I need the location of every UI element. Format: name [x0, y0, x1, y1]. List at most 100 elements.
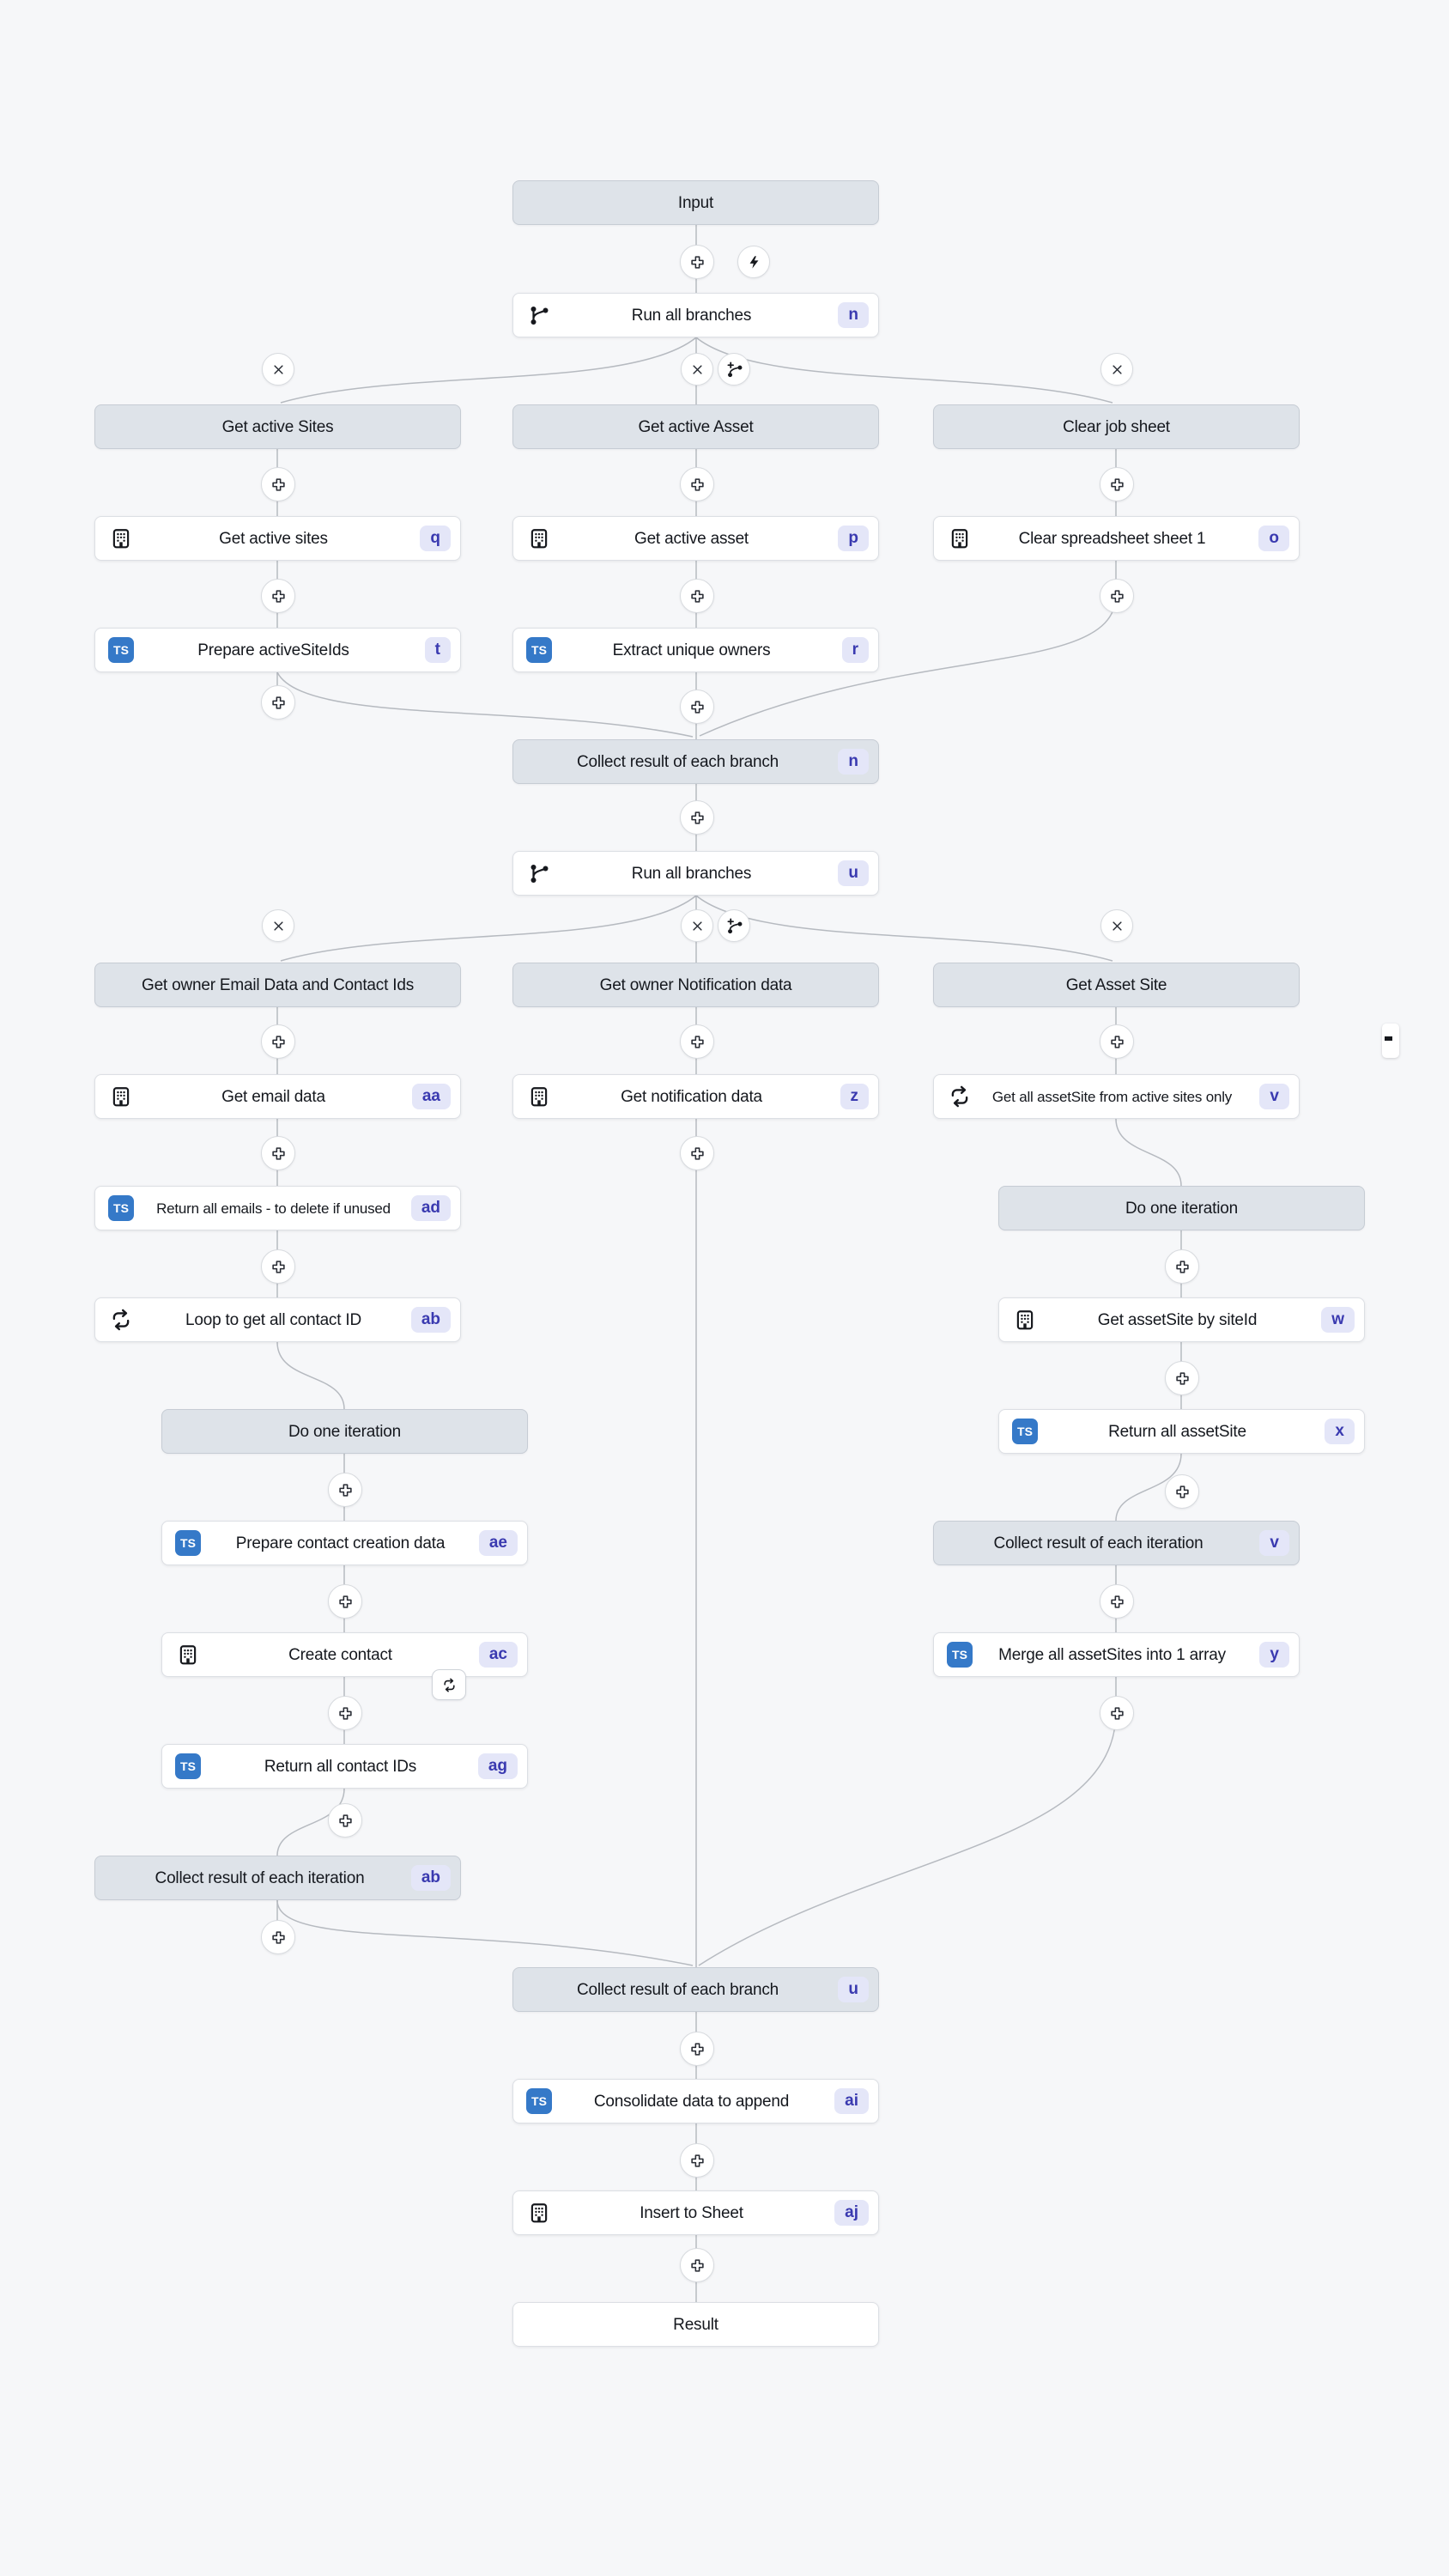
delete-branch-button[interactable]: [262, 909, 294, 942]
building-icon: [947, 526, 973, 551]
plus-icon: [690, 2042, 705, 2057]
trigger-button[interactable]: [737, 246, 770, 278]
node-create-contact[interactable]: Create contact ac: [161, 1632, 528, 1677]
node-get-active-sites[interactable]: Get active sites q: [94, 516, 461, 561]
add-step-button[interactable]: [1100, 1696, 1134, 1730]
add-step-button[interactable]: [261, 579, 295, 613]
delete-branch-button[interactable]: [1100, 909, 1133, 942]
typescript-icon: TS: [947, 1642, 973, 1668]
plus-icon: [1110, 1595, 1125, 1609]
add-step-button[interactable]: [680, 2032, 714, 2066]
add-step-button[interactable]: [680, 690, 714, 724]
delete-branch-button[interactable]: [681, 909, 713, 942]
plus-icon: [271, 1146, 286, 1161]
add-step-button[interactable]: [680, 2143, 714, 2178]
node-get-notification-data[interactable]: Get notification data z: [512, 1074, 879, 1119]
add-step-button[interactable]: [1100, 1584, 1134, 1619]
step-badge: ae: [478, 1530, 518, 1556]
add-step-button[interactable]: [328, 1696, 362, 1730]
node-do-one-iteration-left[interactable]: Do one iteration: [161, 1409, 528, 1454]
building-icon: [175, 1642, 201, 1668]
node-get-email-data[interactable]: Get email data aa: [94, 1074, 461, 1119]
add-step-button[interactable]: [680, 579, 714, 613]
plus-icon: [338, 1706, 353, 1721]
add-step-button[interactable]: [680, 800, 714, 835]
add-step-button[interactable]: [1100, 579, 1134, 613]
step-badge: ai: [834, 2088, 869, 2114]
canvas-mini-control[interactable]: [1382, 1024, 1399, 1058]
node-get-active-asset[interactable]: Get active asset p: [512, 516, 879, 561]
step-badge: u: [838, 860, 869, 886]
close-icon: [1111, 363, 1124, 376]
delete-branch-button[interactable]: [1100, 353, 1133, 386]
building-icon: [526, 2200, 552, 2226]
add-step-button[interactable]: [680, 245, 714, 279]
node-collect-iteration-left[interactable]: Collect result of each iteration ab: [94, 1856, 461, 1900]
add-step-button[interactable]: [261, 1136, 295, 1170]
plus-icon: [271, 1930, 286, 1945]
node-collect-result-branch-1[interactable]: Collect result of each branch n: [512, 739, 879, 784]
add-branch-icon: [726, 918, 743, 934]
node-loop-get-contact-id[interactable]: Loop to get all contact ID ab: [94, 1297, 461, 1342]
node-prepare-activesiteids[interactable]: TS Prepare activeSiteIds t: [94, 628, 461, 672]
node-consolidate-data[interactable]: TS Consolidate data to append ai: [512, 2079, 879, 2123]
add-step-button[interactable]: [680, 1024, 714, 1059]
step-badge: aa: [411, 1084, 451, 1109]
node-get-active-sites-header[interactable]: Get active Sites: [94, 404, 461, 449]
node-insert-to-sheet[interactable]: Insert to Sheet aj: [512, 2190, 879, 2235]
node-get-asset-site-header[interactable]: Get Asset Site: [933, 963, 1300, 1007]
node-extract-unique-owners[interactable]: TS Extract unique owners r: [512, 628, 879, 672]
typescript-icon: TS: [108, 1195, 134, 1221]
add-step-button[interactable]: [1100, 467, 1134, 501]
add-step-button[interactable]: [680, 467, 714, 501]
add-step-button[interactable]: [1165, 1474, 1199, 1509]
add-step-button[interactable]: [680, 2248, 714, 2282]
building-icon: [108, 526, 134, 551]
add-step-button[interactable]: [261, 1920, 295, 1954]
step-badge: x: [1325, 1419, 1355, 1444]
add-step-button[interactable]: [1165, 1361, 1199, 1395]
add-step-button[interactable]: [1100, 1024, 1134, 1059]
plus-icon: [690, 811, 705, 825]
node-prepare-contact-creation[interactable]: TS Prepare contact creation data ae: [161, 1521, 528, 1565]
step-badge: y: [1259, 1642, 1289, 1668]
close-icon: [272, 363, 285, 376]
add-step-button[interactable]: [328, 1803, 362, 1838]
add-step-button[interactable]: [261, 467, 295, 501]
node-collect-iteration-right[interactable]: Collect result of each iteration v: [933, 1521, 1300, 1565]
plus-icon: [271, 1035, 286, 1049]
step-badge: u: [838, 1977, 869, 2002]
node-merge-assetsites[interactable]: TS Merge all assetSites into 1 array y: [933, 1632, 1300, 1677]
building-icon: [108, 1084, 134, 1109]
node-return-all-emails[interactable]: TS Return all emails - to delete if unus…: [94, 1186, 461, 1230]
add-step-button[interactable]: [1165, 1249, 1199, 1284]
node-get-owner-notification-header[interactable]: Get owner Notification data: [512, 963, 879, 1007]
retry-loop-badge[interactable]: [432, 1669, 466, 1700]
delete-branch-button[interactable]: [681, 353, 713, 386]
add-step-button[interactable]: [328, 1473, 362, 1507]
node-get-all-assetsite[interactable]: Get all assetSite from active sites only…: [933, 1074, 1300, 1119]
node-input[interactable]: Input: [512, 180, 879, 225]
node-clear-job-sheet-header[interactable]: Clear job sheet: [933, 404, 1300, 449]
node-clear-spreadsheet-sheet-1[interactable]: Clear spreadsheet sheet 1 o: [933, 516, 1300, 561]
node-return-all-assetsite[interactable]: TS Return all assetSite x: [998, 1409, 1365, 1454]
add-branch-button[interactable]: [718, 909, 750, 942]
add-step-button[interactable]: [261, 1249, 295, 1284]
node-result[interactable]: Result: [512, 2302, 879, 2347]
node-collect-result-branch-2[interactable]: Collect result of each branch u: [512, 1967, 879, 2012]
node-run-all-branches-1[interactable]: Run all branches n: [512, 293, 879, 337]
add-branch-button[interactable]: [718, 353, 750, 386]
add-step-button[interactable]: [261, 685, 295, 720]
add-step-button[interactable]: [328, 1584, 362, 1619]
add-step-button[interactable]: [261, 1024, 295, 1059]
node-get-active-asset-header[interactable]: Get active Asset: [512, 404, 879, 449]
node-return-all-contact-ids[interactable]: TS Return all contact IDs ag: [161, 1744, 528, 1789]
add-step-button[interactable]: [680, 1136, 714, 1170]
node-get-owner-email-header[interactable]: Get owner Email Data and Contact Ids: [94, 963, 461, 1007]
node-run-all-branches-2[interactable]: Run all branches u: [512, 851, 879, 896]
node-do-one-iteration-right[interactable]: Do one iteration: [998, 1186, 1365, 1230]
delete-branch-button[interactable]: [262, 353, 294, 386]
node-get-assetsite-by-siteid[interactable]: Get assetSite by siteId w: [998, 1297, 1365, 1342]
close-icon: [691, 363, 704, 376]
